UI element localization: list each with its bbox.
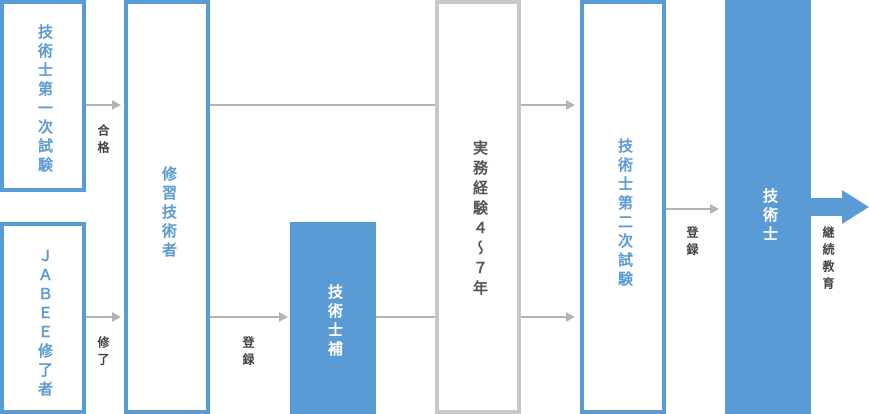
first-exam-box: 技術士第一次試験 <box>0 0 86 192</box>
connector-associate-to-experience <box>376 316 435 318</box>
arrowhead-trainee-to-associate <box>279 312 288 322</box>
pass-label: 合格 <box>96 124 110 158</box>
associate-box: 技術士補 <box>290 222 376 414</box>
arrowhead-experience-to-exam2-bottom <box>566 312 575 322</box>
arrowhead-exam2-to-engineer <box>710 204 719 214</box>
associate-label: 技術士補 <box>326 284 344 360</box>
arrowhead-jabee-to-trainee <box>112 312 121 322</box>
connector-experience-to-exam2-top <box>521 104 567 106</box>
continuing-education-arrow-body <box>811 198 843 216</box>
register-label-1: 登録 <box>241 336 255 370</box>
jabee-label: ＪＡＢＥＥ修了者 <box>36 248 54 400</box>
jabee-box: ＪＡＢＥＥ修了者 <box>0 222 86 414</box>
experience-box: 実務経験４～７年 <box>435 0 521 414</box>
complete-label: 修了 <box>96 336 110 370</box>
arrowhead-experience-to-exam2-top <box>566 100 575 110</box>
continuing-education-label: 継続教育 <box>821 226 835 294</box>
experience-label: 実務経験４～７年 <box>471 140 489 300</box>
connector-exam2-to-engineer <box>666 208 712 210</box>
continuing-education-arrow-head <box>842 190 869 224</box>
engineer-label: 技術士 <box>761 188 779 245</box>
first-exam-label: 技術士第一次試験 <box>36 24 54 176</box>
register-label-2: 登録 <box>685 226 699 260</box>
connector-trainee-to-experience <box>210 104 435 106</box>
trainee-box: 修習技術者 <box>124 0 210 414</box>
connector-exam1-to-trainee <box>86 104 114 106</box>
connector-experience-to-exam2-bottom <box>521 316 567 318</box>
connector-trainee-to-associate <box>210 316 281 318</box>
second-exam-label: 技術士第二次試験 <box>616 138 634 290</box>
connector-jabee-to-trainee <box>86 316 114 318</box>
second-exam-box: 技術士第二次試験 <box>580 0 666 414</box>
engineer-box: 技術士 <box>725 0 811 414</box>
trainee-label: 修習技術者 <box>160 166 178 261</box>
arrowhead-exam1-to-trainee <box>112 100 121 110</box>
